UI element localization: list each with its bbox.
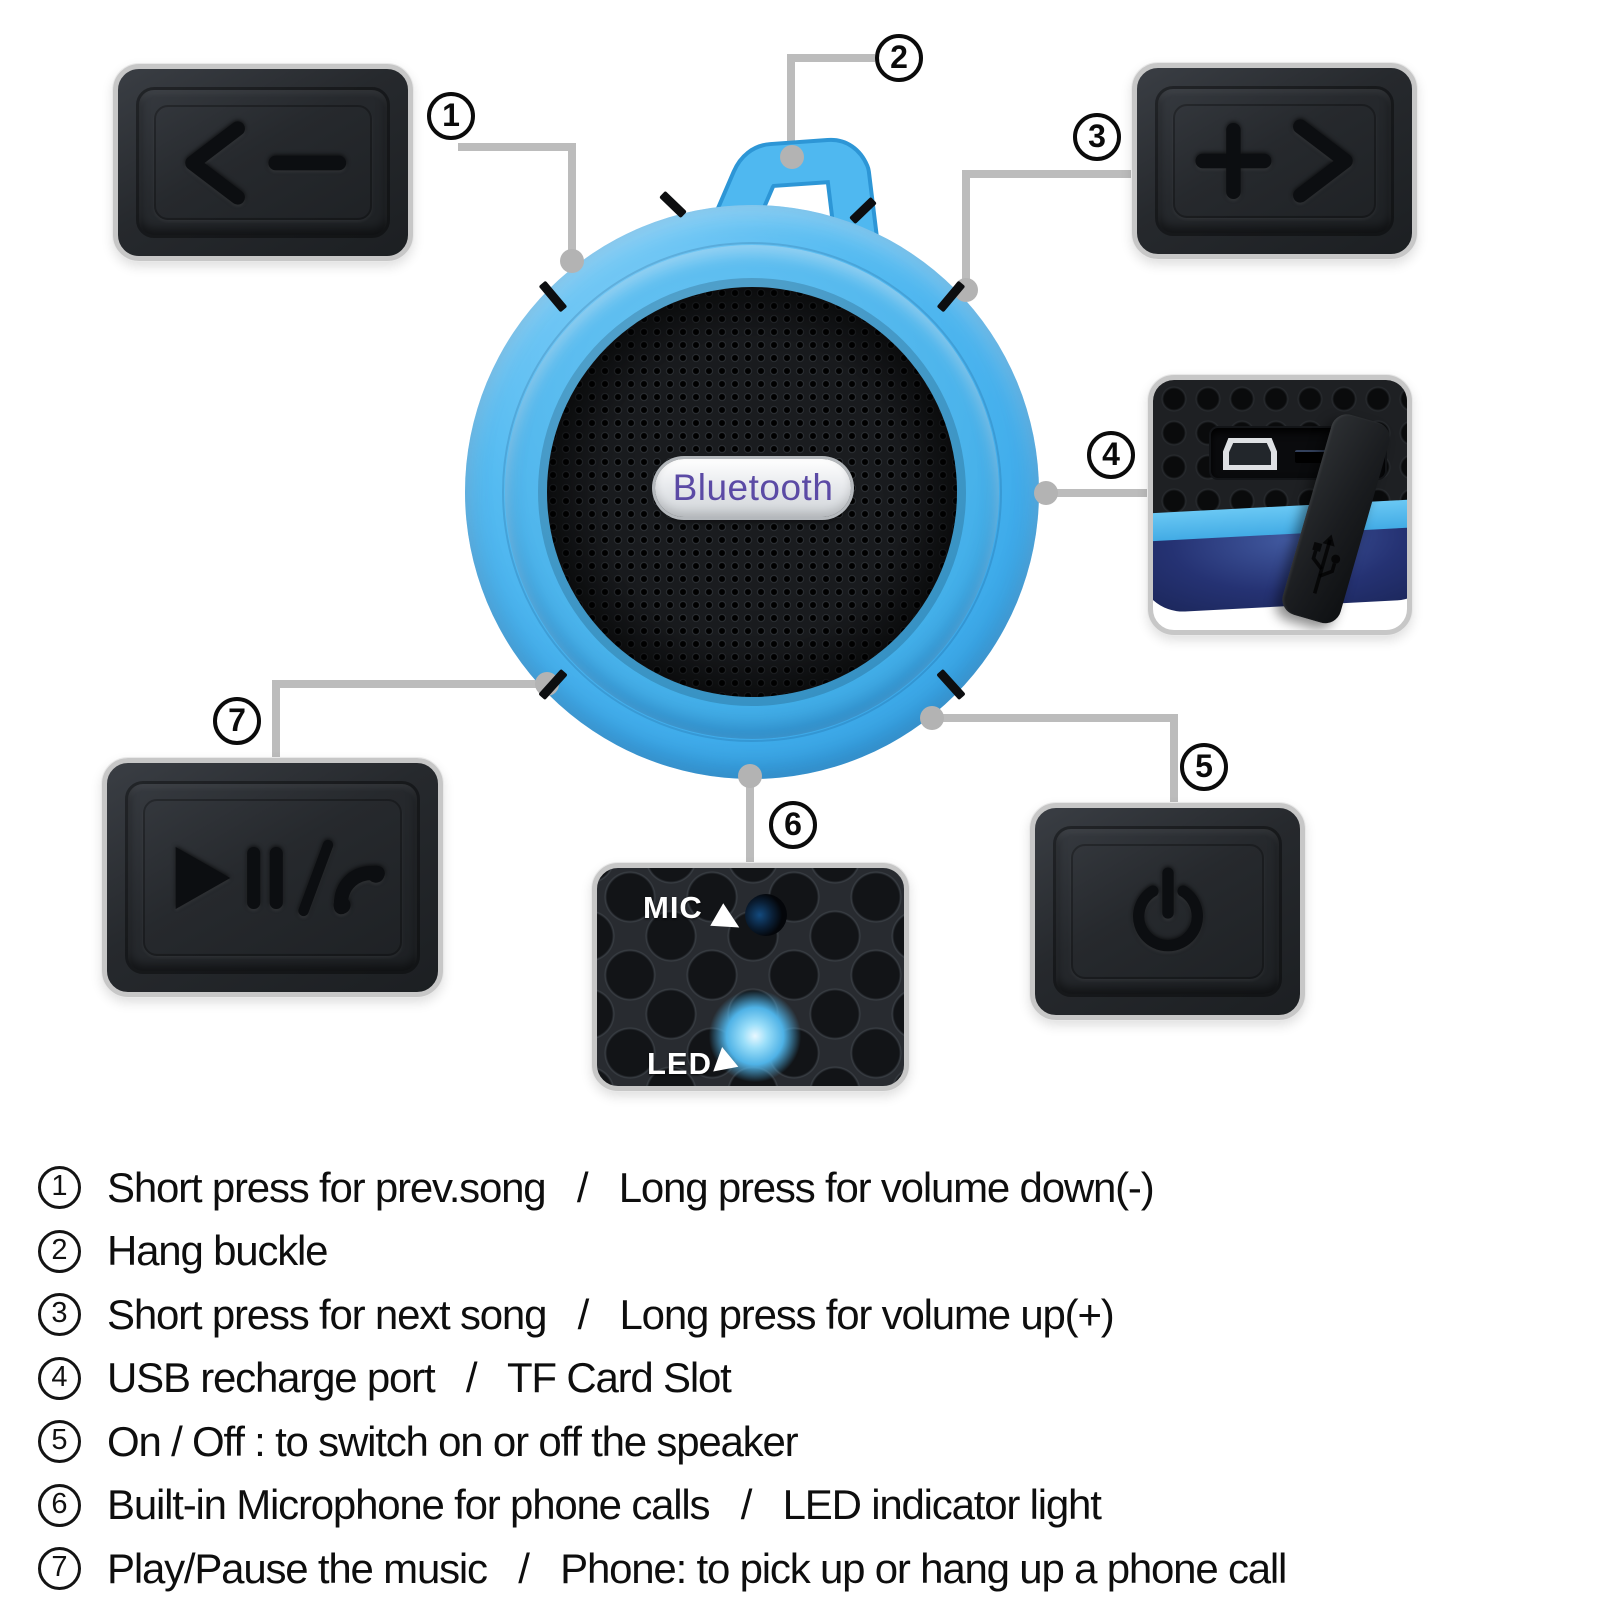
led-indicator-glow bbox=[707, 988, 803, 1084]
prev-minus-icon bbox=[185, 120, 347, 205]
legend-number: 6 bbox=[38, 1483, 81, 1527]
connector-line bbox=[1170, 714, 1178, 806]
plus-next-icon bbox=[1194, 119, 1353, 203]
legend-text: USB recharge port / TF Card Slot bbox=[107, 1354, 732, 1402]
mic-label: MIC bbox=[643, 890, 703, 925]
legend-row-3: 3 Short press for next song / Long press… bbox=[38, 1283, 1593, 1347]
callout-5: 5 bbox=[1180, 743, 1228, 791]
legend-number: 1 bbox=[38, 1166, 81, 1210]
power-button-closeup bbox=[1030, 803, 1305, 1020]
legend-number: 4 bbox=[38, 1356, 81, 1400]
play-pause-phone-icon bbox=[175, 839, 385, 916]
connector-line bbox=[962, 170, 1134, 178]
legend-text: Play/Pause the music / Phone: to pick up… bbox=[107, 1544, 1287, 1592]
next-volume-up-button-closeup bbox=[1132, 63, 1417, 259]
connector-dot bbox=[1034, 481, 1058, 505]
connector-dot bbox=[780, 145, 804, 169]
callout-6: 6 bbox=[769, 801, 817, 849]
callout-7: 7 bbox=[213, 697, 261, 745]
play-pause-phone-button-closeup bbox=[102, 758, 443, 997]
micro-usb-port bbox=[1223, 438, 1277, 470]
legend-text: Short press for prev.song / Long press f… bbox=[107, 1163, 1155, 1211]
legend-row-2: 2 Hang buckle bbox=[38, 1220, 1593, 1284]
connector-dot bbox=[738, 764, 762, 788]
connector-line bbox=[1046, 489, 1150, 497]
connector-line bbox=[962, 170, 970, 292]
mic-led-closeup: MIC LED bbox=[592, 863, 909, 1091]
legend-row-6: 6 Built-in Microphone for phone calls / … bbox=[38, 1474, 1593, 1538]
connector-line bbox=[930, 714, 1178, 722]
legend-text: Built-in Microphone for phone calls / LE… bbox=[107, 1481, 1102, 1529]
connector-line bbox=[272, 680, 548, 688]
callout-4: 4 bbox=[1087, 431, 1135, 479]
connector-line bbox=[791, 54, 875, 62]
suction-base bbox=[1153, 526, 1407, 614]
callout-3: 3 bbox=[1073, 113, 1121, 161]
legend-text: On / Off : to switch on or off the speak… bbox=[107, 1417, 799, 1465]
legend-row-5: 5 On / Off : to switch on or off the spe… bbox=[38, 1410, 1593, 1474]
legend-row-7: 7 Play/Pause the music / Phone: to pick … bbox=[38, 1537, 1593, 1600]
connector-line bbox=[787, 54, 795, 160]
legend-number: 7 bbox=[38, 1547, 81, 1591]
led-label: LED bbox=[647, 1046, 712, 1081]
feature-legend: 1 Short press for prev.song / Long press… bbox=[38, 1156, 1593, 1600]
usb-icon bbox=[1311, 534, 1341, 594]
mic-hole bbox=[745, 894, 787, 936]
connector-line bbox=[458, 143, 576, 151]
legend-text: Short press for next song / Long press f… bbox=[107, 1290, 1115, 1338]
bluetooth-badge: Bluetooth bbox=[655, 459, 851, 517]
prev-volume-down-button-closeup bbox=[113, 64, 413, 261]
rubber-port-cover bbox=[1278, 410, 1394, 628]
callout-2: 2 bbox=[875, 34, 923, 82]
speaker-front: Bluetooth bbox=[465, 205, 1039, 779]
legend-row-1: 1 Short press for prev.song / Long press… bbox=[38, 1156, 1593, 1220]
mic-pointer-icon bbox=[710, 903, 746, 939]
legend-number: 5 bbox=[38, 1420, 81, 1464]
connector-dot bbox=[560, 249, 584, 273]
callout-1: 1 bbox=[427, 92, 475, 140]
legend-number: 3 bbox=[38, 1293, 81, 1337]
connector-line bbox=[568, 143, 576, 263]
connector-line bbox=[272, 680, 280, 760]
usb-tf-port-closeup bbox=[1148, 375, 1412, 635]
legend-number: 2 bbox=[38, 1229, 81, 1273]
legend-row-4: 4 USB recharge port / TF Card Slot bbox=[38, 1347, 1593, 1411]
legend-text: Hang buckle bbox=[107, 1227, 328, 1275]
power-icon bbox=[1132, 867, 1203, 951]
connector-dot bbox=[920, 706, 944, 730]
connector-line bbox=[746, 772, 754, 866]
